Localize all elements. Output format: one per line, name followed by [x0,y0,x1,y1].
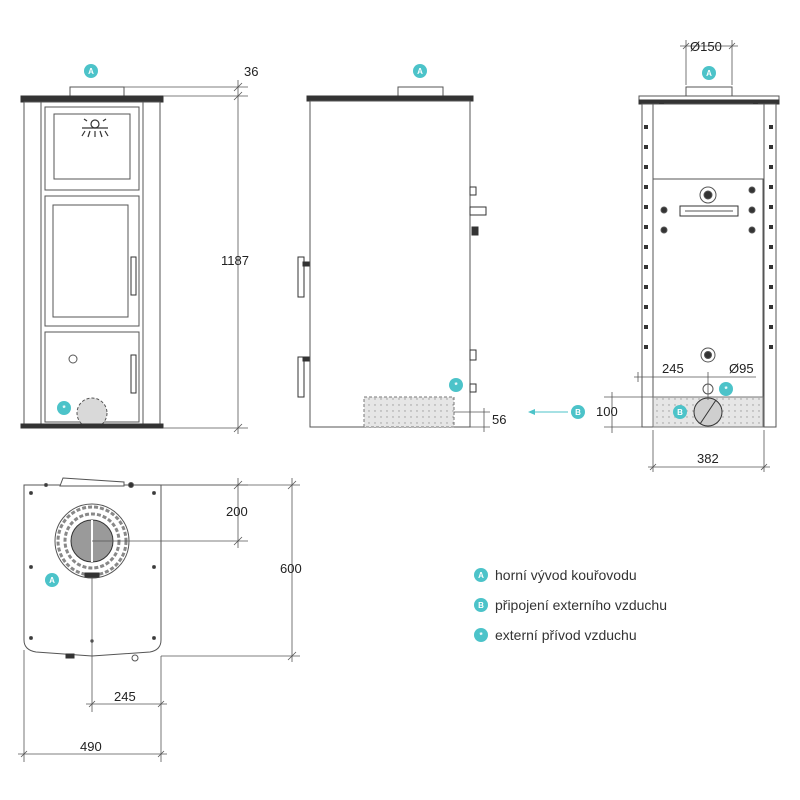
front-air-inlet-hidden [76,397,108,429]
side-badge-a: A [413,64,427,78]
back-view [638,86,780,428]
dim-total-depth: 600 [280,561,302,576]
back-flue-collar [685,86,733,97]
dim-total-width: 490 [80,739,102,754]
top-body-outline [23,484,162,657]
front-door-handle [130,256,137,296]
front-top-plate [20,95,164,103]
top-dimensions [18,478,300,762]
back-badge-star: * [719,382,733,396]
side-flue-collar [397,86,444,97]
dim-flue-diameter: Ø150 [690,39,722,54]
side-view [297,86,487,428]
legend-text-air-supply: externí přívod vzduchu [495,627,637,643]
svg-text:B: B [677,408,683,417]
front-glass-door [44,195,140,327]
back-side-studs [644,100,773,349]
svg-text:*: * [724,385,728,394]
svg-text:*: * [62,404,66,413]
svg-text:A: A [417,67,423,76]
legend-item-flue: A horní vývod kouřovodu [474,560,774,590]
middle-badge-b: B [571,405,585,419]
dim-total-height: 1187 [221,253,249,268]
front-body [23,101,161,428]
side-badge-star: * [449,378,463,392]
dim-flue-offset-side: 245 [114,689,136,704]
svg-text:A: A [706,69,712,78]
dim-air-diameter: Ø95 [729,361,754,376]
side-air-duct [363,396,455,428]
legend-item-air-supply: * externí přívod vzduchu [474,620,774,650]
back-body [641,103,777,428]
legend-badge-b: B [474,598,488,612]
top-badge-a: A [45,573,59,587]
legend-text-air-connection: připojení externího vzduchu [495,597,667,613]
back-dimensions [604,40,770,472]
dim-air-height: 100 [596,404,618,419]
svg-text:A: A [88,67,94,76]
front-height-dimensions [124,80,248,434]
side-inlet-dimension [454,408,490,432]
side-body [309,100,471,428]
air-direction-arrow [528,409,568,415]
legend-badge-star: * [474,628,488,642]
front-badge-a: A [84,64,98,78]
back-badge-b: B [673,405,687,419]
side-top-plate [306,95,474,102]
dim-air-inlet-offset: 56 [492,412,506,427]
svg-text:*: * [454,381,458,390]
legend-item-air-connection: B připojení externího vzduchu [474,590,774,620]
front-view [20,86,164,429]
legend: A horní vývod kouřovodu B připojení exte… [474,560,774,650]
dim-back-width: 382 [697,451,719,466]
legend-badge-a: A [474,568,488,582]
front-flue-collar [69,86,125,97]
front-badge-star: * [57,401,71,415]
svg-text:A: A [49,576,55,585]
dim-air-offset-side: 245 [662,361,684,376]
flame-logo-icon [81,118,109,138]
dim-top-depth-to-flue: 200 [226,504,248,519]
front-ash-handle [130,354,137,394]
top-view [23,477,162,662]
dim-flue-height-offset: 36 [244,64,258,79]
front-top-door [44,106,140,191]
svg-text:B: B [575,408,581,417]
back-badge-a: A [702,66,716,80]
legend-text-flue: horní vývod kouřovodu [495,567,637,583]
